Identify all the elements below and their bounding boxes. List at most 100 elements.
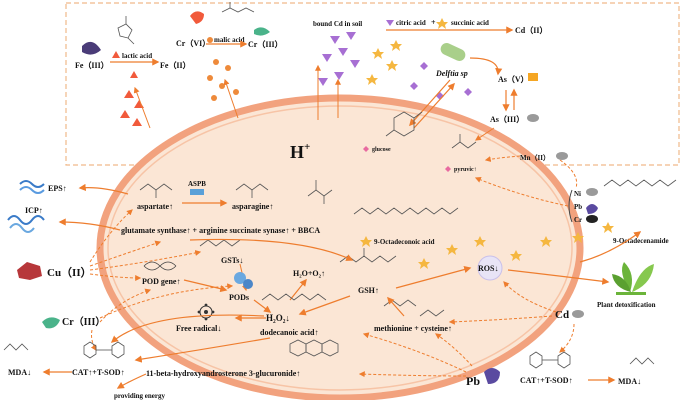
- cell-stars: [418, 222, 614, 269]
- delftia-to-as-arrow: [469, 57, 503, 76]
- cr-small-icon: [586, 215, 598, 223]
- pyruvic-molecule: [451, 134, 477, 149]
- cell-membrane: [96, 94, 584, 400]
- asparagine-molecule: [235, 183, 269, 198]
- citric-acid-label: citric acid: [396, 19, 426, 27]
- ni-label: Ni: [574, 190, 581, 198]
- pods-label: PODs: [229, 293, 249, 302]
- dodecanoic-molecule: [261, 293, 327, 301]
- succinic-acid-label: succinic acid: [451, 19, 489, 27]
- to-icp-arrow: [58, 218, 121, 231]
- mn2-label: Mn（II）: [520, 154, 550, 162]
- dodecanoic-to-cat-arrow: [134, 337, 271, 363]
- malic-acid-label: malic acid: [214, 36, 245, 44]
- synthase-to-gsh-arrow: [189, 238, 354, 261]
- cat-left-molecule: [83, 341, 125, 359]
- cu-dashed-arrows: [89, 209, 202, 281]
- delftia-uptake-arrow: [409, 79, 451, 127]
- gsts-label: GSTs↓: [221, 256, 243, 265]
- plant-icon: [612, 262, 654, 295]
- cr-to-cat-arrow: [90, 329, 97, 352]
- succinic-star-icon: [436, 18, 448, 29]
- aspb-enzyme-icon: [190, 189, 204, 195]
- delftia-label: Delftia sp: [435, 69, 468, 78]
- cr3-top-label: Cr（III）: [248, 39, 283, 49]
- succinic-acid-stars: [366, 40, 402, 85]
- lactic-acid-molecule: [117, 16, 135, 45]
- free-radical-icon: [197, 303, 215, 321]
- cd-label: Cd: [555, 309, 569, 321]
- mda-left-label: MDA↓: [8, 368, 31, 377]
- pods-enzyme-icon: [234, 272, 253, 289]
- malic-release-arrow: [223, 78, 239, 119]
- h2o-o2-label: H₂O+O₂↑: [293, 269, 325, 278]
- ni-icon: [586, 188, 598, 196]
- dna-icon: [143, 261, 177, 271]
- bbca-molecule: [307, 180, 333, 204]
- plant-detox-label: Plant detoxification: [597, 301, 656, 309]
- mn-to-metals-line: [559, 159, 578, 189]
- ros-to-plant-arrow: [507, 269, 610, 285]
- cr6-label: Cr（VI）: [176, 38, 210, 48]
- cr3-top-icon: [254, 27, 270, 36]
- h-plus-label: H+: [290, 141, 310, 162]
- mda-left-molecule: [3, 343, 29, 351]
- as3-icon: [527, 114, 539, 122]
- synthase-label: glutamate synthase↑ + arginine succinate…: [121, 226, 320, 235]
- octadecenamide-molecule: [603, 179, 677, 187]
- as5-icon: [528, 73, 538, 81]
- cr3-left-label: Cr（III）: [62, 315, 105, 328]
- ros-bubble: [477, 255, 503, 281]
- h2o2-label: H₂O₂↓: [266, 313, 290, 323]
- glucose-label: glucose: [372, 147, 391, 153]
- eps-label: EPS↑: [48, 184, 67, 193]
- octadecenoic-label: 9-Octadeconoic acid: [374, 238, 435, 246]
- to-octadecenamide-arrow: [579, 231, 642, 263]
- fe2-label: Fe（II）: [160, 60, 191, 70]
- citric-triangle-icon: [386, 20, 394, 26]
- pb-small-icon: [586, 204, 598, 214]
- pod-gene-arrow: [183, 279, 228, 293]
- free-radical-label: Free radical↓: [176, 324, 221, 333]
- delftia-purple-marks: [410, 62, 472, 100]
- gsts-molecule: [199, 239, 241, 247]
- eps-icon: [19, 180, 45, 194]
- mda-right-molecule: [629, 357, 655, 365]
- cat-right-molecule: [529, 351, 571, 369]
- methionine-label: methionine + cysteine↑: [374, 324, 452, 333]
- icp-label: ICP↑: [25, 206, 43, 215]
- malic-acid-dots: [207, 59, 239, 101]
- gsh-label: GSH↑: [358, 286, 379, 295]
- cr-dashed-arrow-1: [99, 283, 234, 319]
- glucose-marker-icon: [363, 146, 369, 152]
- lactic-acid-label: lactic acid: [122, 52, 152, 60]
- delftia-bacterium-icon: [440, 43, 466, 61]
- h2o2-to-h2o-arrow: [289, 278, 307, 301]
- icp-icon: [7, 215, 45, 233]
- citric-acid-triangles: [318, 32, 360, 86]
- asparagine-label: asparagine↑: [232, 202, 273, 211]
- mn-arrow: [484, 155, 521, 163]
- mn2-icon: [556, 152, 568, 160]
- fe3-label: Fe（III）: [75, 60, 109, 70]
- metals-dashed-arrow: [474, 177, 569, 207]
- gsh-to-ros-arrow: [395, 266, 472, 289]
- octadecenoic-star-icon: [360, 236, 372, 247]
- octadecenamide-label: 9-Octadecenamide: [613, 237, 669, 245]
- pod-gene-label: POD gene↑: [142, 277, 180, 286]
- as5-label: As（V）: [498, 74, 529, 84]
- aspb-label: ASPB: [188, 180, 206, 188]
- metals-bracket: [568, 189, 573, 223]
- cd-dashed-arrows: [448, 281, 575, 353]
- lactic-triangle-icon: [112, 51, 120, 58]
- cr6-icon: [190, 11, 204, 24]
- pb-dashed-arrows: [358, 332, 473, 378]
- plus-sign: +: [431, 18, 436, 27]
- pb-small-label: Pb: [574, 203, 582, 211]
- aspartate-molecule: [139, 183, 173, 198]
- ros-label: ROS↓: [478, 264, 498, 273]
- bound-cd-label: bound Cd in soil: [313, 20, 362, 28]
- octadecenoic-molecule: [353, 207, 459, 215]
